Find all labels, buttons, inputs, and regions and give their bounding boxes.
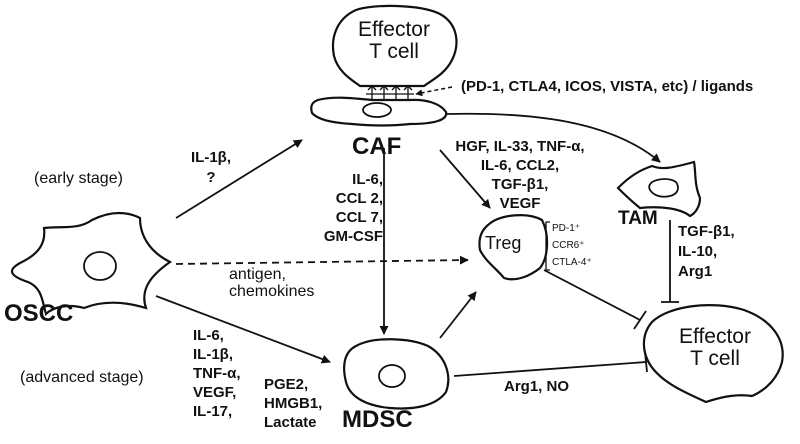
mdsc-label: MDSC [342,406,413,433]
oscc-to-caf-factors: IL-1β, ? [186,148,236,188]
treg-cell [478,214,549,281]
arrow-oscc-to-treg [175,255,469,265]
oscc-to-treg-factors: antigen, chemokines [229,266,314,300]
oscc-label: OSCC [4,300,74,327]
oscc-nucleus [83,251,117,281]
caf-cell [310,96,448,127]
tam-factors: TGF-β1, IL-10, Arg1 [678,222,735,282]
arrow-oscc-to-mdsc [155,295,331,364]
factor: Arg1 [678,263,713,280]
marker: PD-1⁺ [552,223,581,234]
factor: IL-6, CCL2, [480,157,560,174]
factor: IL-1β, [193,346,233,363]
arrow-caf-to-tam [445,112,661,163]
oscc-to-mdsc-factors-col1: IL-6, IL-1β, TNF-α, VEGF, IL-17, [193,326,241,421]
treg-marker-bracket [545,221,550,271]
mdsc-nucleus [378,364,406,388]
effector-bottom-cell [642,304,784,404]
arrow-oscc-to-caf [175,139,303,219]
factor: IL-1β, [191,149,231,166]
factor: antigen, [229,266,286,283]
factor: HGF, IL-33, TNF-α, [455,138,585,155]
effector-bottom-line1: Effector [679,325,751,348]
factor: Lactate [264,414,317,431]
arrow-caf-to-treg [439,149,491,209]
marker: CTLA-4⁺ [552,257,592,268]
factor: IL-10, [678,243,718,260]
advanced-stage-label: (advanced stage) [20,369,144,386]
early-stage-label: (early stage) [34,170,123,187]
mdsc-to-effector-factors: Arg1, NO [504,378,570,395]
receptor-ligand-icons [366,85,414,100]
factor: IL-6, [193,327,224,344]
factor: HMGB1, [264,395,323,412]
factor: VEGF [499,195,541,212]
checkpoint-label: (PD-1, CTLA4, ICOS, VISTA, etc) / ligand… [461,78,754,95]
caf-label: CAF [352,133,402,160]
factor: TGF-β1, [491,176,549,193]
caf-to-mdsc-factors: IL-6, CCL 2, CCL 7, GM-CSF [313,170,383,246]
mdsc-cell [343,338,450,410]
factor: GM-CSF [323,228,383,245]
checkpoint-arrow [415,86,453,97]
oscc-to-mdsc-factors-col2: PGE2, HMGB1, Lactate [264,375,322,432]
effector-top-line2: T cell [369,40,419,63]
factor: VEGF, [193,384,237,401]
inhibit-mdsc-to-effector [453,351,648,377]
factor: PGE2, [264,376,309,393]
factor: TGF-β1, [678,223,735,240]
effector-top-line1: Effector [358,18,430,41]
factor: IL-17, [193,403,233,420]
oscc-cell [11,211,173,317]
tam-nucleus [648,178,679,198]
inhibit-treg-to-effector [543,269,647,330]
tam-label: TAM [618,208,658,229]
treg-label: Treg [485,233,522,253]
marker: CCR6⁺ [552,240,585,251]
effector-bottom-label: Effector T cell [662,326,768,370]
factor: ? [206,169,216,186]
factor: chemokines [229,283,315,300]
arrow-mdsc-to-treg [439,291,477,339]
caf-to-treg-factors: HGF, IL-33, TNF-α, IL-6, CCL2, TGF-β1, V… [440,137,600,213]
factor: TNF-α, [193,365,241,382]
inhibit-tam-to-effector [661,220,679,303]
treg-markers: PD-1⁺ CCR6⁺ CTLA-4⁺ [552,220,592,271]
effector-top-cell [331,4,458,88]
factor: CCL 7, [335,209,383,226]
factor: IL-6, [352,171,383,188]
effector-bottom-line2: T cell [690,347,740,370]
factor: CCL 2, [335,190,383,207]
caf-nucleus [362,102,392,118]
effector-top-label: Effector T cell [344,19,444,63]
tam-cell [616,160,702,218]
